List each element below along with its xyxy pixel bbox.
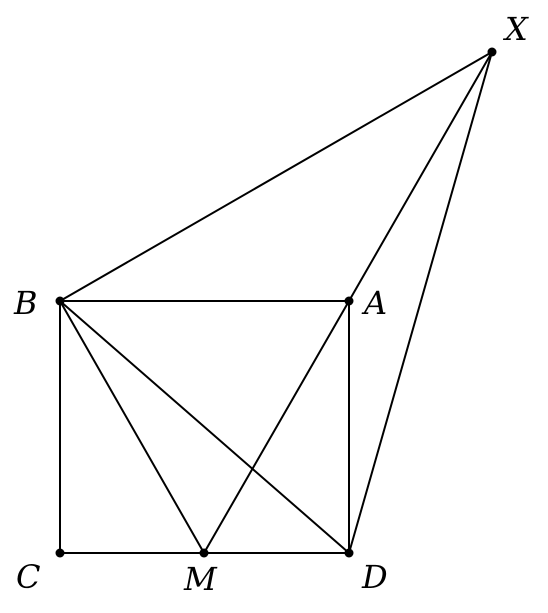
segment-BX xyxy=(59,51,493,302)
point-C xyxy=(55,548,65,558)
segment-AX xyxy=(348,51,493,302)
segments-group xyxy=(59,51,493,554)
labels-group: B A C M D X xyxy=(13,10,529,598)
label-D: D xyxy=(361,558,388,596)
label-B: B xyxy=(13,284,38,322)
point-B xyxy=(55,296,65,306)
label-M: M xyxy=(183,560,218,598)
segment-DX xyxy=(348,51,493,554)
segment-MA xyxy=(203,300,350,554)
point-X xyxy=(487,47,497,57)
point-M xyxy=(199,548,209,558)
segment-BM xyxy=(59,300,205,554)
segment-BD xyxy=(59,300,350,554)
point-D xyxy=(344,548,354,558)
point-A xyxy=(344,296,354,306)
label-X: X xyxy=(502,10,529,48)
label-A: A xyxy=(361,284,387,322)
points-group xyxy=(55,47,497,558)
label-C: C xyxy=(16,558,40,596)
